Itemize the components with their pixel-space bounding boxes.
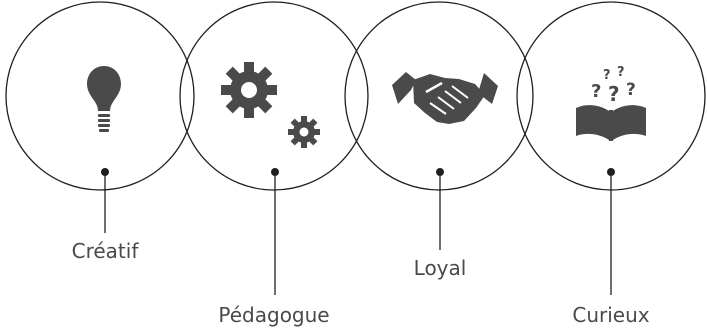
gears-icon (221, 62, 320, 148)
svg-text:?: ? (608, 82, 620, 106)
svg-text:?: ? (591, 81, 601, 102)
connector-dot-curieux (607, 168, 615, 176)
handshake-icon (392, 72, 498, 124)
lightbulb-icon (87, 66, 121, 132)
quality-circle-pedagogue (179, 1, 369, 191)
svg-text:?: ? (617, 65, 625, 80)
open-book-questions-icon: ? ? ? ? ? (576, 65, 646, 141)
svg-text:?: ? (626, 80, 636, 100)
connector-dot-creatif (101, 168, 109, 176)
label-loyal: Loyal (414, 256, 467, 280)
connector-dot-pedagogue (271, 168, 279, 176)
label-curieux: Curieux (572, 303, 649, 327)
connector-dot-loyal (436, 168, 444, 176)
svg-text:?: ? (603, 68, 611, 83)
quality-circle-loyal (344, 1, 534, 191)
quality-circle-creatif (5, 1, 195, 191)
label-creatif: Créatif (72, 239, 140, 263)
label-pedagogue: Pédagogue (218, 303, 329, 327)
